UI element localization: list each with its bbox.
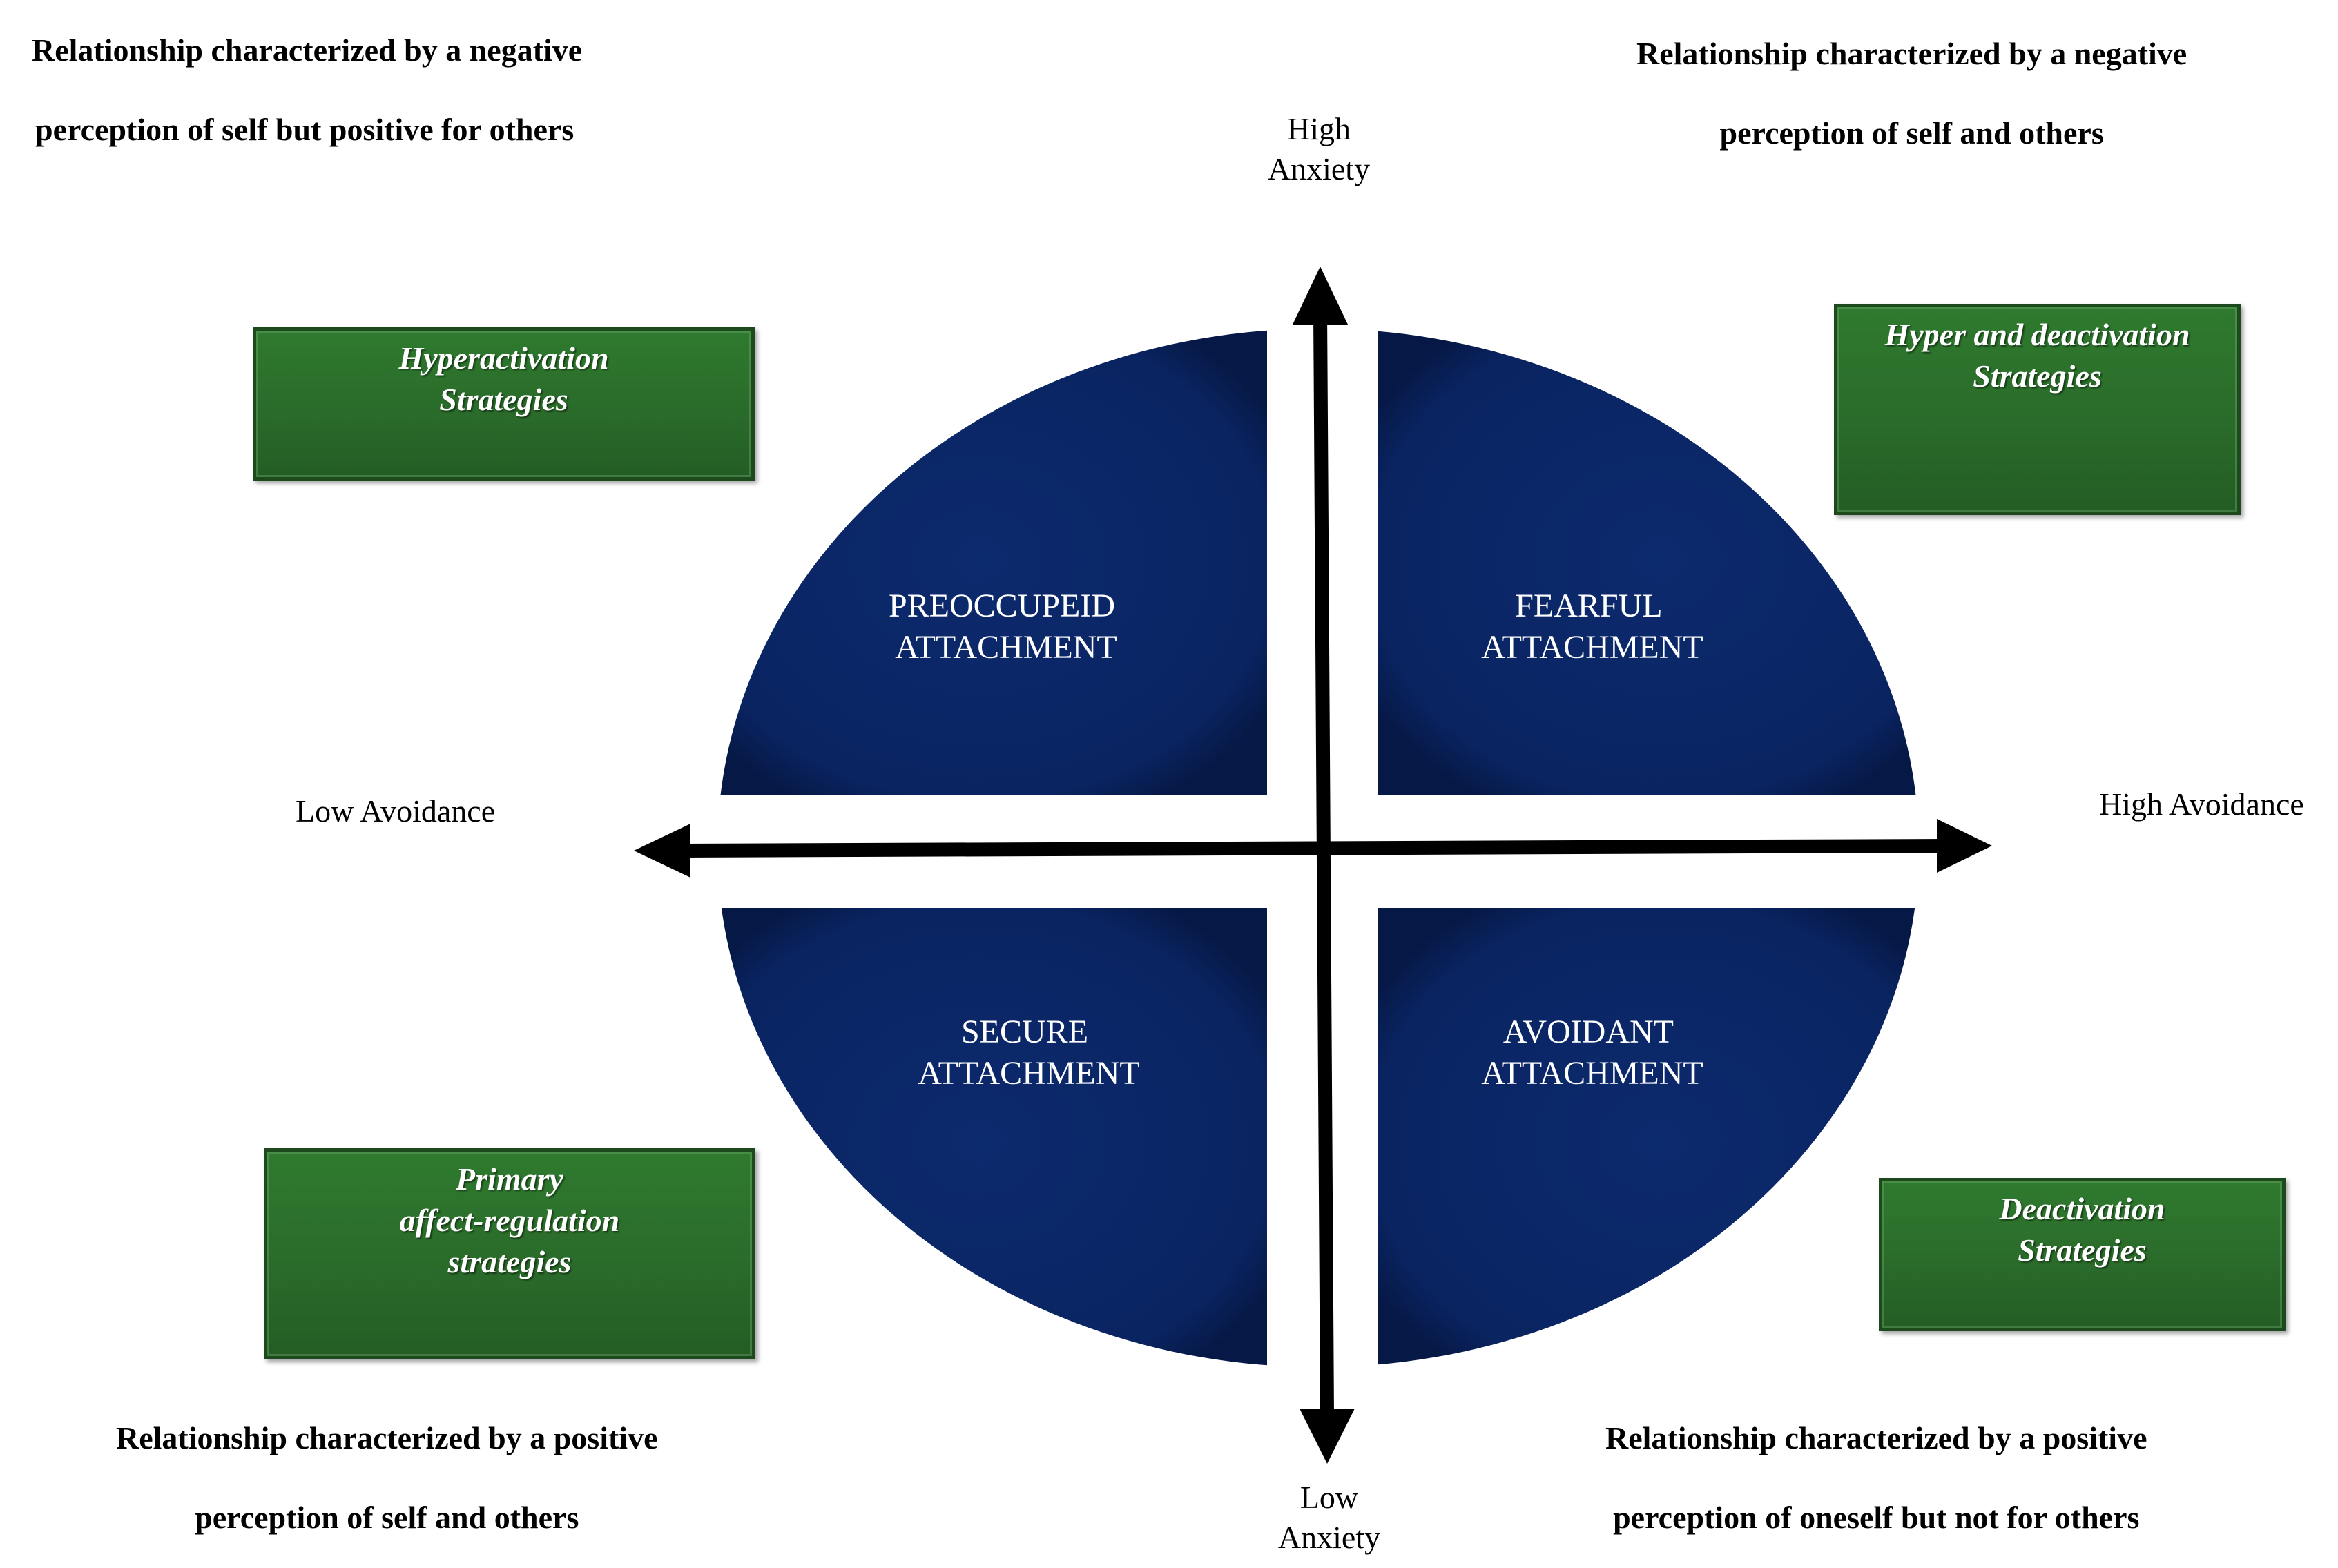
quadrant-label-line: PREOCCUPEID [889,588,1115,624]
strategy-box-deactivation: Deactivation Strategies [1879,1178,2286,1331]
vertical-axis-line [1313,310,1334,1416]
quadrant-label-top-right: FEARFUL ATTACHMENT [1481,588,1703,666]
quadrant-label-line: SECURE [961,1014,1088,1050]
corner-text-line: Relationship characterized by a positive [1605,1420,2147,1455]
axis-label-low-anxiety: Low Anxiety [1260,1478,1398,1558]
strategy-line: affect-regulation [399,1203,620,1238]
corner-text-top-right: Relationship characterized by a negative… [1636,14,2187,173]
arrowhead-down-icon [1300,1409,1355,1464]
strategy-box-hyper-and-deactivation: Hyper and deactivation Strategies [1834,304,2241,515]
strategy-box-hyperactivation: Hyperactivation Strategies [253,327,755,481]
axis-label-line: Anxiety [1267,151,1371,186]
strategy-line: Strategies [2018,1232,2147,1268]
quadrant-bottom-left [717,908,1267,1367]
quadrant-label-bottom-right: AVOIDANT ATTACHMENT [1481,1014,1703,1092]
corner-text-line: perception of oneself but not for others [1613,1500,2140,1535]
arrowhead-up-icon [1293,267,1348,325]
quadrant-label-line: ATTACHMENT [895,629,1117,666]
corner-text-line: Relationship characterized by a negative [32,32,583,68]
axis-label-line: Low [1300,1480,1359,1515]
quadrant-top-left [717,329,1267,795]
quadrant-bottom-right [1378,908,1919,1367]
corner-text-line: perception of self but positive for othe… [35,112,574,147]
axis-label-high-anxiety: High Anxiety [1250,109,1388,189]
quadrant-label-line: ATTACHMENT [1481,1055,1703,1092]
strategy-box-primary-affect-regulation: Primary affect-regulation strategies [264,1148,755,1359]
corner-text-line: Relationship characterized by a negative [1636,36,2187,71]
strategy-line: Strategies [439,382,568,417]
strategy-line: strategies [447,1244,572,1279]
axis-label-high-avoidance: High Avoidance [2099,786,2304,822]
quadrant-label-top-left: PREOCCUPEID ATTACHMENT [889,588,1123,666]
quadrant-label-line: FEARFUL [1515,588,1661,624]
strategy-line: Strategies [1973,358,2102,394]
strategy-line: Primary [456,1161,563,1197]
quadrant-label-bottom-left: SECURE ATTACHMENT [918,1014,1139,1092]
corner-text-bottom-right: Relationship characterized by a positive… [1605,1398,2147,1557]
horizontal-axis-line [683,839,1944,858]
corner-text-line: Relationship characterized by a positive [116,1420,658,1455]
corner-text-line: perception of self and others [1719,115,2104,151]
axis-label-line: Anxiety [1277,1520,1381,1555]
axis-label-line: High [1287,111,1351,146]
strategy-line: Hyper and deactivation [1884,317,2190,352]
arrowhead-right-icon [1937,819,1992,873]
quadrant-label-line: ATTACHMENT [1481,629,1703,666]
axis-label-low-avoidance: Low Avoidance [296,793,496,829]
strategy-line: Deactivation [1999,1191,2165,1226]
quadrant-label-line: ATTACHMENT [918,1055,1139,1092]
corner-text-line: perception of self and others [195,1500,579,1535]
corner-text-bottom-left: Relationship characterized by a positive… [116,1398,658,1557]
corner-text-top-left: Relationship characterized by a negative… [32,10,582,169]
strategy-line: Hyperactivation [398,340,609,376]
quadrant-label-line: AVOIDANT [1503,1014,1674,1050]
arrowhead-left-icon [634,824,690,878]
